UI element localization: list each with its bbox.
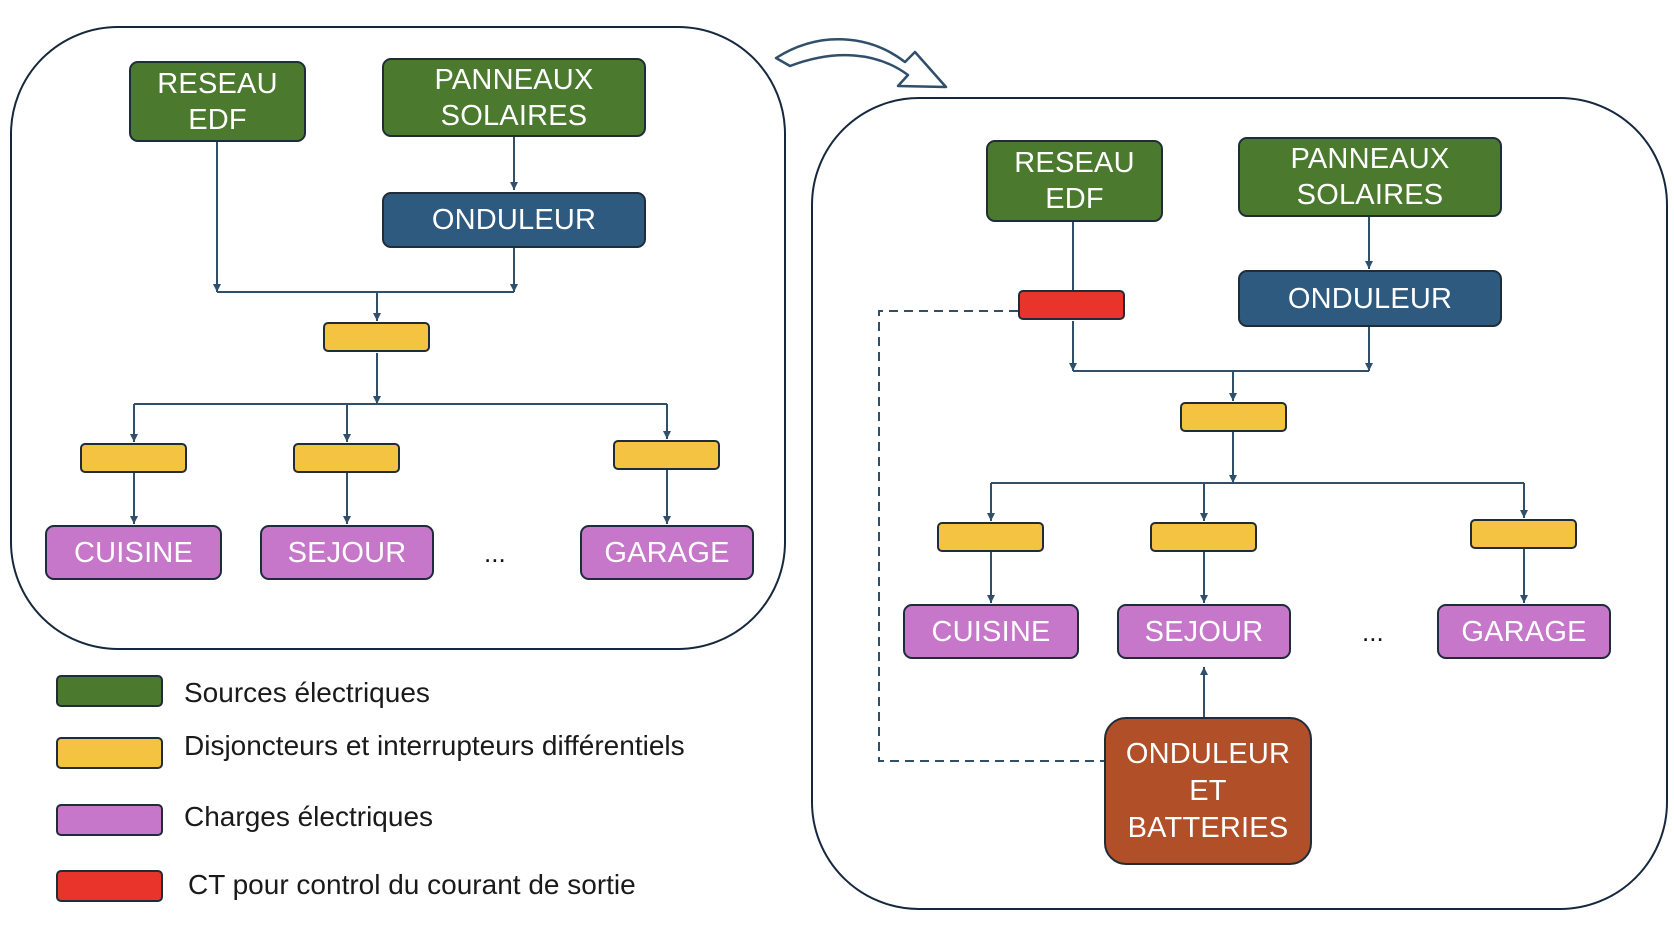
legend-label-breakers: Disjoncteurs et interrupteurs différenti…	[184, 730, 685, 761]
right-battery-label-3: BATTERIES	[1127, 811, 1289, 844]
left-grid-label-2: EDF	[188, 103, 247, 136]
right-breaker-sejour	[1150, 522, 1257, 552]
right-grid-edf: RESEAU EDF	[986, 140, 1163, 222]
left-breaker-cuisine	[80, 443, 187, 473]
left-more-loads-ellipsis: ...	[484, 538, 506, 568]
transition-arrow-icon	[774, 37, 948, 89]
right-load-cuisine-label: CUISINE	[931, 615, 1051, 648]
left-breaker-garage	[613, 440, 720, 470]
right-breaker-cuisine	[937, 522, 1044, 552]
right-load-cuisine: CUISINE	[903, 604, 1079, 659]
left-load-garage-label: GARAGE	[604, 536, 730, 569]
left-load-cuisine: CUISINE	[45, 525, 222, 580]
right-load-sejour-label: SEJOUR	[1144, 615, 1264, 648]
right-grid-label-2: EDF	[1045, 183, 1104, 215]
right-battery-label-1: ONDULEUR	[1125, 737, 1291, 770]
left-load-cuisine-label: CUISINE	[73, 536, 194, 569]
ct-signal-dashed-line	[878, 310, 1105, 762]
right-load-garage-label: GARAGE	[1461, 615, 1587, 648]
right-load-sejour: SEJOUR	[1117, 604, 1291, 659]
left-breaker-sejour	[293, 443, 400, 473]
legend-swatch-sources	[56, 675, 163, 707]
left-grid-label-1: RESEAU	[157, 67, 278, 100]
legend-swatch-ct	[56, 870, 163, 902]
left-load-garage: GARAGE	[580, 525, 754, 580]
right-load-garage: GARAGE	[1437, 604, 1611, 659]
right-battery-label-2: ET	[1189, 774, 1227, 807]
left-solar-panels: PANNEAUX SOLAIRES	[382, 58, 646, 137]
left-panels-label-2: SOLAIRES	[440, 99, 588, 132]
right-breaker-garage	[1470, 519, 1577, 549]
left-load-sejour-label: SEJOUR	[287, 536, 407, 569]
left-grid-edf: RESEAU EDF	[129, 61, 306, 142]
legend-label-loads: Charges électriques	[184, 801, 434, 832]
left-inverter: ONDULEUR	[382, 192, 646, 248]
right-more-loads-ellipsis: ...	[1362, 617, 1384, 647]
right-inverter-label: ONDULEUR	[1287, 282, 1453, 315]
right-panels-label-2: SOLAIRES	[1296, 179, 1444, 211]
right-ct-sensor	[1018, 290, 1125, 320]
legend-swatch-loads	[56, 804, 163, 836]
legend-label-ct: CT pour control du courant de sortie	[188, 869, 636, 900]
legend-label-sources: Sources électriques	[184, 677, 430, 708]
right-solar-panels: PANNEAUX SOLAIRES	[1238, 137, 1502, 217]
left-main-breaker	[323, 322, 430, 352]
right-inverter: ONDULEUR	[1238, 270, 1502, 327]
legend-swatch-breakers	[56, 737, 163, 769]
right-panels-label-1: PANNEAUX	[1290, 143, 1450, 175]
left-load-sejour: SEJOUR	[260, 525, 434, 580]
left-panels-label-1: PANNEAUX	[434, 63, 594, 96]
left-inverter-label: ONDULEUR	[431, 204, 597, 236]
right-inverter-and-batteries: ONDULEUR ET BATTERIES	[1104, 717, 1312, 865]
right-main-breaker	[1180, 402, 1287, 432]
right-grid-label-1: RESEAU	[1014, 147, 1135, 179]
